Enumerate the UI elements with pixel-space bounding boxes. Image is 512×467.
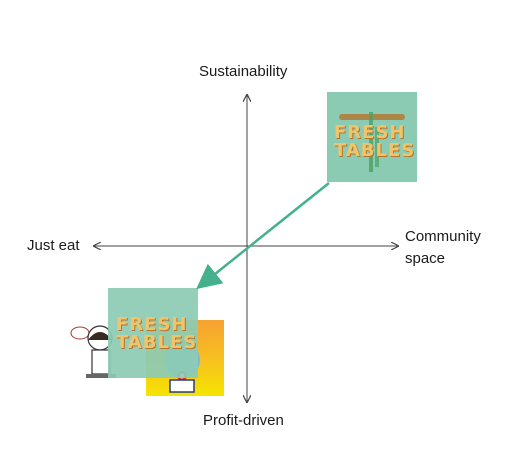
logo-line-fresh-moved: FRESH bbox=[116, 314, 188, 335]
axis-label-right: Community space bbox=[405, 227, 505, 269]
axis-label-left: Just eat bbox=[27, 237, 80, 254]
chef-icon bbox=[70, 325, 116, 378]
fresh-tables-logo-tile: FRESH TABLES bbox=[327, 92, 417, 182]
axis-label-bottom: Profit-driven bbox=[203, 412, 284, 429]
axis-label-top: Sustainability bbox=[199, 63, 288, 80]
logo-line-tables-moved: TABLES bbox=[116, 332, 198, 353]
logo-line-fresh: FRESH bbox=[334, 122, 406, 143]
logo-line-tables: TABLES bbox=[334, 140, 416, 161]
fresh-tables-logo-tile-moved: FRESH TABLES bbox=[108, 288, 198, 378]
chef-illustration bbox=[70, 318, 130, 384]
utensils-icon bbox=[339, 112, 405, 172]
axis-label-right-line1: Community bbox=[405, 228, 481, 245]
axis-label-right-line2: space bbox=[405, 250, 446, 267]
